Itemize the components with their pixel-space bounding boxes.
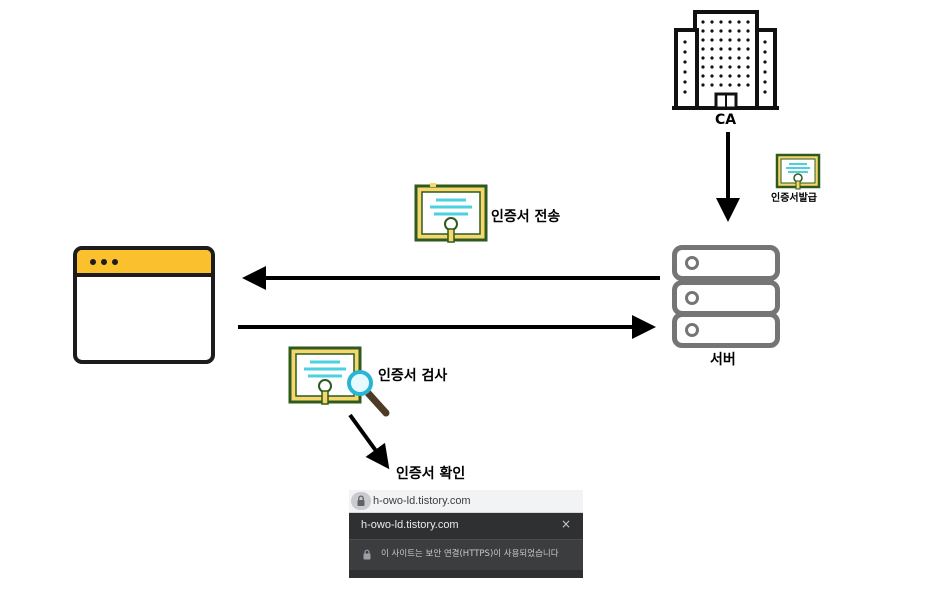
popup-title: h-owo-ld.tistory.com bbox=[361, 519, 459, 531]
window-dot bbox=[701, 20, 705, 24]
server-label: 서버 bbox=[710, 352, 736, 368]
window-dot bbox=[763, 60, 767, 64]
certificate-icon bbox=[288, 346, 362, 405]
window-dot bbox=[719, 47, 723, 51]
building-icon bbox=[672, 10, 779, 110]
cert-issue-label: 인증서발급 bbox=[771, 193, 817, 204]
certificate-icon bbox=[414, 183, 488, 243]
window-dot bbox=[737, 74, 741, 78]
window-dot bbox=[719, 38, 723, 42]
window-dot bbox=[701, 29, 705, 33]
connection-status-row[interactable]: 이 사이트는 보안 연결(HTTPS)이 사용되었습니다 bbox=[349, 540, 583, 570]
window-dot bbox=[728, 74, 732, 78]
window-dot bbox=[737, 56, 741, 60]
server-led bbox=[685, 323, 699, 337]
lock-icon bbox=[363, 549, 371, 560]
magnifier-icon bbox=[347, 370, 390, 417]
window-dot bbox=[683, 40, 687, 44]
window-dot bbox=[737, 83, 741, 87]
window-dot bbox=[728, 56, 732, 60]
cert-check-label: 인증서 검사 bbox=[378, 368, 448, 384]
window-dot bbox=[728, 47, 732, 51]
window-dot bbox=[746, 38, 750, 42]
window-dot bbox=[728, 83, 732, 87]
server-unit bbox=[672, 280, 780, 316]
window-dot bbox=[701, 56, 705, 60]
server-led bbox=[685, 291, 699, 305]
window-dot bbox=[746, 56, 750, 60]
address-bar[interactable]: h-owo-ld.tistory.com bbox=[349, 490, 583, 513]
window-dot bbox=[737, 20, 741, 24]
window-dot bbox=[746, 83, 750, 87]
server-led bbox=[685, 256, 699, 270]
window-dot bbox=[112, 259, 118, 265]
window-dot bbox=[728, 65, 732, 69]
window-dot bbox=[719, 20, 723, 24]
address-bar-url: h-owo-ld.tistory.com bbox=[373, 495, 471, 507]
window-dot bbox=[719, 29, 723, 33]
https-popup-screenshot: h-owo-ld.tistory.com h-owo-ld.tistory.co… bbox=[349, 490, 583, 578]
browser-window-icon bbox=[73, 246, 215, 364]
site-info-button[interactable] bbox=[351, 492, 371, 510]
window-dot bbox=[701, 38, 705, 42]
window-dot bbox=[719, 83, 723, 87]
window-dot bbox=[746, 20, 750, 24]
window-dot bbox=[737, 65, 741, 69]
window-dot bbox=[683, 90, 687, 94]
window-dot bbox=[710, 83, 714, 87]
window-dot bbox=[710, 65, 714, 69]
certificate-icon bbox=[775, 153, 821, 190]
server-unit bbox=[672, 312, 780, 348]
window-dot bbox=[719, 65, 723, 69]
window-dot bbox=[737, 47, 741, 51]
window-dot bbox=[763, 50, 767, 54]
window-dot bbox=[701, 65, 705, 69]
window-dot bbox=[701, 74, 705, 78]
window-dot bbox=[101, 259, 107, 265]
window-dot bbox=[701, 47, 705, 51]
window-dot bbox=[728, 20, 732, 24]
ca-label: CA bbox=[715, 112, 737, 128]
window-dot bbox=[763, 90, 767, 94]
window-dot bbox=[683, 60, 687, 64]
window-dot bbox=[737, 29, 741, 33]
window-dot bbox=[728, 29, 732, 33]
window-dot bbox=[728, 38, 732, 42]
site-info-popup: h-owo-ld.tistory.com × 이 사이트는 보안 연결(HTTP… bbox=[349, 513, 583, 578]
window-dot bbox=[763, 70, 767, 74]
window-dot bbox=[683, 70, 687, 74]
window-dot bbox=[763, 40, 767, 44]
window-dot bbox=[710, 38, 714, 42]
server-unit bbox=[672, 245, 780, 281]
check-to-confirm-arrow bbox=[348, 413, 390, 470]
window-dot bbox=[719, 74, 723, 78]
window-dot bbox=[701, 83, 705, 87]
window-dot bbox=[710, 29, 714, 33]
window-dot bbox=[710, 74, 714, 78]
window-dot bbox=[683, 80, 687, 84]
window-dot bbox=[90, 259, 96, 265]
popup-divider bbox=[349, 539, 583, 540]
window-dot bbox=[746, 29, 750, 33]
window-dot bbox=[746, 47, 750, 51]
lock-icon bbox=[357, 495, 365, 506]
window-dot bbox=[710, 20, 714, 24]
window-dot bbox=[719, 56, 723, 60]
close-icon[interactable]: × bbox=[560, 517, 571, 531]
window-dot bbox=[737, 38, 741, 42]
window-dot bbox=[710, 47, 714, 51]
browser-title-bar bbox=[77, 250, 211, 277]
window-dot bbox=[763, 80, 767, 84]
cert-confirm-label: 인증서 확인 bbox=[396, 466, 466, 482]
window-dot bbox=[683, 50, 687, 54]
window-dot bbox=[746, 65, 750, 69]
window-dot bbox=[746, 74, 750, 78]
window-dot bbox=[710, 56, 714, 60]
cert-send-label: 인증서 전송 bbox=[491, 209, 561, 225]
connection-status-text: 이 사이트는 보안 연결(HTTPS)이 사용되었습니다 bbox=[381, 549, 559, 559]
